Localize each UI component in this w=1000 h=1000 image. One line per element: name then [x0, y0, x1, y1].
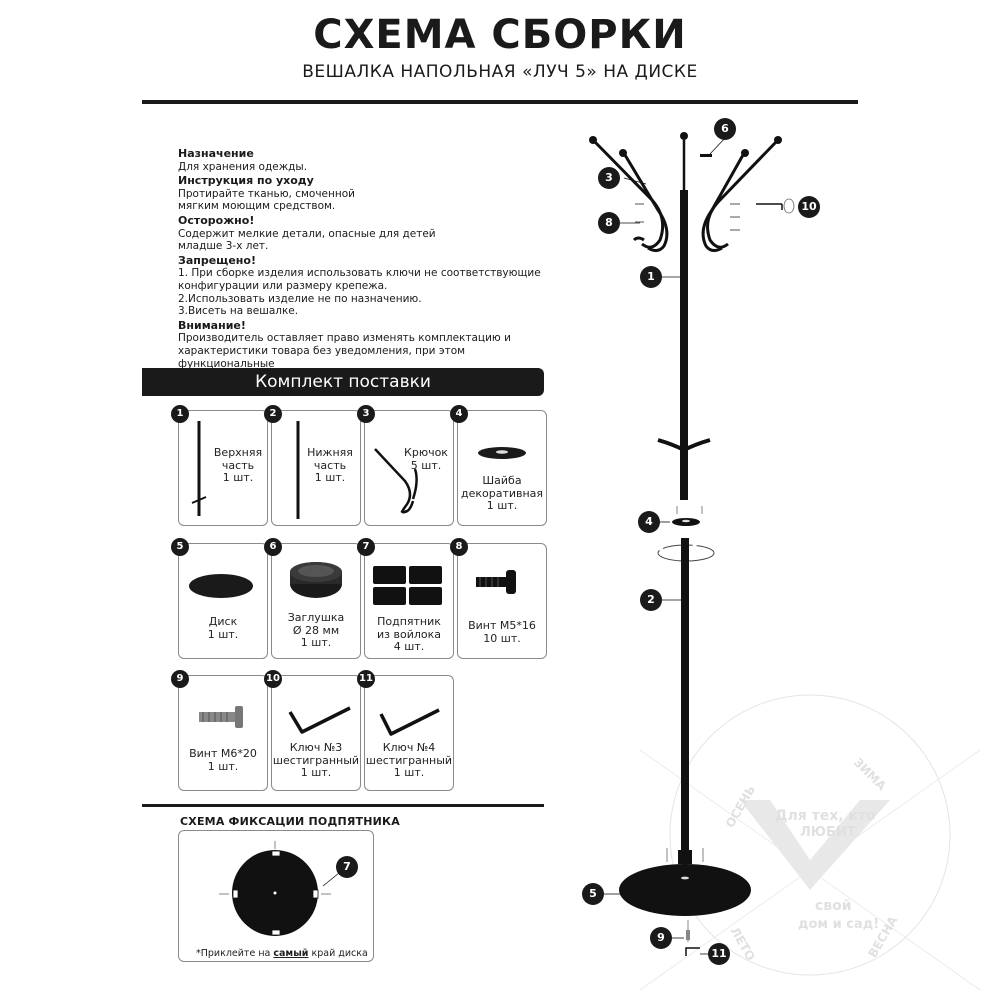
info-heading: Инструкция по уходу: [178, 174, 314, 188]
fixation-box: 7: [178, 830, 374, 962]
callout-hook: 3: [598, 167, 620, 189]
watermark-text: дом и сад!: [798, 917, 879, 932]
note-text: *Приклейте на: [196, 948, 274, 959]
fixation-divider: [142, 804, 544, 807]
kit-item-screw-m5: 8 Винт М5*16 10 шт.: [450, 538, 547, 659]
watermark-text: ЛЮБИТ: [800, 825, 856, 840]
page-subtitle: ВЕШАЛКА НАПОЛЬНАЯ «ЛУЧ 5» НА ДИСКЕ: [302, 62, 698, 82]
item-label: Винт М6*20 1 шт.: [189, 747, 257, 773]
callout-plug: 6: [714, 118, 736, 140]
item-label: Крючок 5 шт.: [404, 446, 448, 472]
callout-washer: 4: [638, 511, 660, 533]
kit-item-upper-part: 1 Верхняя часть 1 шт.: [171, 405, 268, 526]
info-heading: Осторожно!: [178, 213, 255, 227]
info-text: 1. При сборке изделия использовать ключи…: [178, 267, 541, 318]
assembly-diagram: Для тех, кто ЛЮБИТ свой дом и сад! ОСЕНЬ…: [589, 132, 981, 991]
washer-icon: [478, 447, 526, 459]
callout-screw-m6: 9: [650, 927, 672, 949]
hex-key-4-icon: [379, 708, 440, 736]
info-heading: Запрещено!: [178, 253, 256, 267]
item-number-badge: 9: [171, 670, 189, 688]
item-label: Подпятник из войлока 4 шт.: [376, 615, 441, 653]
kit-item-screw-m6: 9 Винт М6*20 1 шт.: [171, 670, 268, 791]
plug-icon: [290, 562, 342, 598]
callout-hex-key-4: 11: [708, 943, 730, 965]
note-bold: самый: [273, 948, 309, 959]
item-label: Ключ №4 шестигранный 1 шт.: [365, 741, 453, 779]
item-label: Диск 1 шт.: [207, 615, 239, 641]
fixation-title: СХЕМА ФИКСАЦИИ ПОДПЯТНИКА: [180, 815, 400, 828]
callout-hex-key-3: 10: [798, 196, 820, 218]
info-text: Протирайте тканью, смоченной мягким моющ…: [178, 187, 355, 213]
page-title: СХЕМА СБОРКИ: [313, 12, 687, 58]
item-number-badge: 10: [264, 670, 282, 688]
item-label: Ключ №3 шестигранный 1 шт.: [272, 741, 360, 779]
hex-key-3-icon: [288, 706, 351, 734]
item-number-badge: 6: [264, 538, 282, 556]
fixation-badge: 7: [336, 856, 358, 878]
item-number-badge: 7: [357, 538, 375, 556]
felt-pads-icon: [373, 566, 442, 605]
info-heading: Внимание!: [178, 318, 246, 332]
callout-lower-part: 2: [640, 589, 662, 611]
kit-item-plug: 6 Заглушка Ø 28 мм 1 шт.: [264, 538, 361, 659]
fixation-note: *Приклейте на самый край диска: [196, 948, 368, 959]
disc-top-view-icon: [219, 841, 340, 936]
item-number-badge: 1: [171, 405, 189, 423]
item-number-badge: 11: [357, 670, 375, 688]
hook-icon: [374, 448, 418, 514]
watermark-text: Для тех, кто: [775, 808, 876, 824]
screw-m6-icon: [199, 706, 243, 728]
item-label: Верхняя часть 1 шт.: [213, 446, 263, 484]
info-text: Для хранения одежды.: [178, 160, 308, 173]
item-number-badge: 3: [357, 405, 375, 423]
kit-item-washer: 4 Шайба декоративная 1 шт.: [450, 405, 547, 526]
item-number-badge: 5: [171, 538, 189, 556]
info-section: Запрещено!1. При сборке изделия использо…: [178, 253, 558, 318]
watermark-text: свой: [815, 898, 852, 914]
callout-upper-part: 1: [640, 266, 662, 288]
callout-screw-m5: 8: [598, 212, 620, 234]
disc-icon: [189, 574, 253, 598]
kit-item-lower-part: 2 Нижняя часть 1 шт.: [264, 405, 361, 526]
item-number-badge: 8: [450, 538, 468, 556]
info-heading: Назначение: [178, 147, 254, 160]
watermark-season: ЛЕТО: [727, 925, 757, 964]
header-divider: [142, 100, 858, 104]
item-number-badge: 4: [450, 405, 468, 423]
item-label: Нижняя часть 1 шт.: [307, 446, 353, 484]
kit-item-disc: 5 Диск 1 шт.: [171, 538, 268, 659]
kit-title-band: Комплект поставки: [142, 368, 544, 396]
item-label: Винт М5*16 10 шт.: [468, 619, 536, 645]
watermark-logo: Для тех, кто ЛЮБИТ свой дом и сад! ОСЕНЬ…: [639, 694, 981, 991]
note-text-end: край диска: [308, 948, 368, 959]
item-number-badge: 2: [264, 405, 282, 423]
kit-item-hook: 3 Крючок 5 шт.: [357, 405, 454, 526]
kit-item-hex-key-4: 11 Ключ №4 шестигранный 1 шт.: [357, 670, 454, 791]
kit-item-felt-pads: 7 Подпятник из войлока 4 шт.: [357, 538, 454, 659]
item-label: Заглушка Ø 28 мм 1 шт.: [287, 611, 345, 649]
kit-item-hex-key-3: 10 Ключ №3 шестигранный 1 шт.: [264, 670, 361, 791]
upper-part-icon: [191, 421, 207, 516]
lower-part-icon: [296, 421, 300, 519]
item-label: Шайба декоративная 1 шт.: [460, 474, 544, 512]
callout-disc: 5: [582, 883, 604, 905]
info-text: Содержит мелкие детали, опасные для дете…: [178, 227, 436, 253]
watermark-season: ЗИМА: [851, 755, 890, 794]
screw-m5-icon: [476, 570, 516, 594]
info-section: Осторожно!Содержит мелкие детали, опасны…: [178, 213, 558, 253]
